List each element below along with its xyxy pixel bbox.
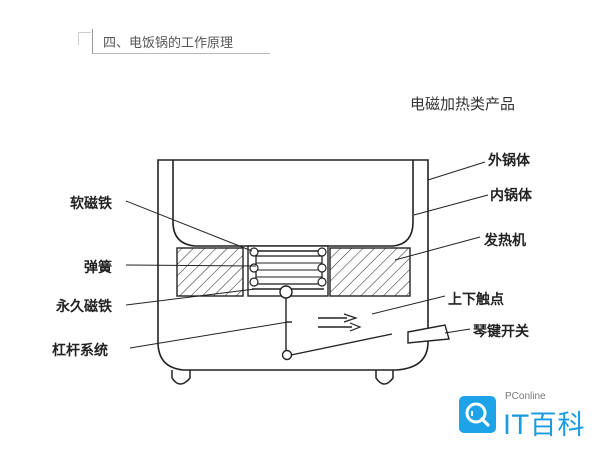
- pconline-badge-icon: [459, 396, 496, 433]
- label-spring: 弹簧: [84, 260, 112, 276]
- pconline-logo: PConline IT百科: [459, 391, 589, 443]
- logo-small-text: PConline: [505, 391, 546, 402]
- label-key-switch: 琴键开关: [473, 324, 529, 340]
- section-heading-text: 四、电饭锅的工作原理: [103, 36, 234, 51]
- label-lever-system: 杠杆系统: [52, 343, 108, 359]
- logo-main-text: IT百科: [503, 410, 586, 441]
- key-switch: [407, 324, 450, 344]
- label-outer-pot: 外锅体: [488, 153, 530, 169]
- lever-bottom-pivot: [281, 349, 293, 361]
- label-permanent-magnet: 永久磁铁: [56, 299, 112, 315]
- corner-decoration: [78, 32, 91, 45]
- inner-pot: [172, 160, 414, 247]
- label-soft-magnet: 软磁铁: [70, 196, 112, 212]
- diagram-title: 电磁加热类产品: [410, 95, 516, 113]
- section-heading: 四、电饭锅的工作原理: [92, 29, 270, 54]
- lever-top-pivot: [279, 285, 293, 299]
- left-foot: [171, 370, 191, 385]
- heating-plate-right: [329, 247, 411, 297]
- right-foot: [375, 370, 394, 385]
- label-contacts: 上下触点: [448, 292, 504, 308]
- heating-plate-left: [176, 247, 244, 297]
- label-heating-element: 发热机: [484, 233, 526, 249]
- outer-pot-body: [157, 159, 429, 371]
- label-inner-pot: 内锅体: [490, 188, 532, 204]
